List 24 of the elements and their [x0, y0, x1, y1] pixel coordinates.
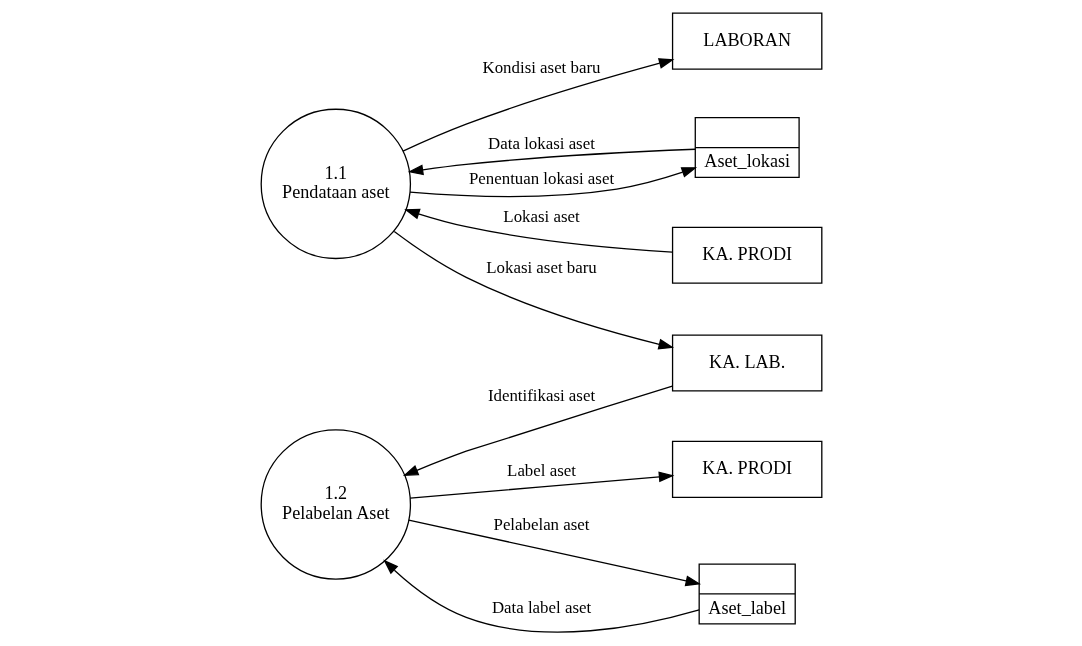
arrow — [408, 167, 697, 198]
arrow — [402, 385, 673, 477]
edge-label: Kondisi aset baru — [482, 57, 600, 77]
edge-label: Pelabelan aset — [493, 514, 589, 534]
arrow — [403, 208, 673, 253]
node-box: KA. PRODI — [671, 226, 822, 284]
arrow — [382, 559, 700, 633]
node-circle: 1.1 Pendataan aset — [260, 108, 411, 260]
arrow — [407, 519, 701, 587]
node-box: KA. PRODI — [671, 440, 822, 498]
edge-label: Lokasi aset — [502, 207, 580, 227]
node-box: KA. LAB. — [671, 334, 822, 392]
edge-label: Penentuan lokasi aset — [468, 169, 614, 189]
edge-label: Identifikasi aset — [487, 386, 595, 406]
edge-label: Lokasi aset baru — [485, 257, 597, 277]
arrow — [393, 230, 674, 350]
edge-label: Label aset — [506, 461, 576, 481]
arrow — [409, 471, 674, 499]
arrow — [401, 58, 674, 152]
node-circle: 1.2 Pelabelan Aset — [260, 429, 411, 580]
node-box: LABORAN — [671, 12, 822, 70]
edge-label: Data lokasi aset — [487, 134, 595, 154]
arrow — [407, 148, 696, 176]
edge-label: Data label aset — [491, 597, 591, 617]
